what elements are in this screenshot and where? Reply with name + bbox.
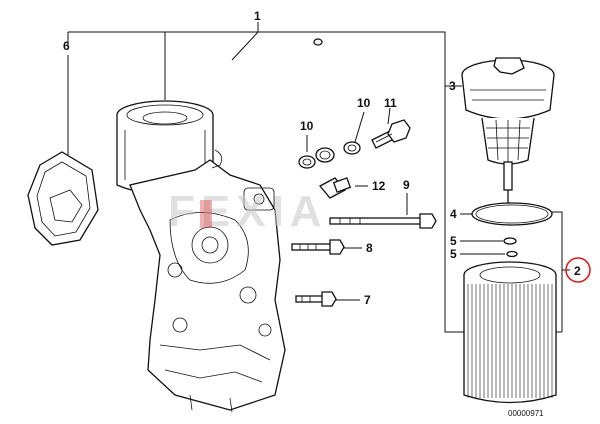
- o-ring-4: [471, 202, 553, 226]
- callout-2: 2: [574, 264, 581, 278]
- highlight-circle: [565, 257, 591, 283]
- callout-12: 12: [372, 179, 386, 193]
- oil-line-assembly: [298, 38, 411, 169]
- seals-5: [503, 237, 518, 258]
- gasket-6: [27, 151, 99, 246]
- bolt-9: [329, 213, 437, 229]
- callout-8: 8: [366, 241, 373, 255]
- callout-10b: 10: [357, 96, 371, 110]
- callout-3: 3: [449, 79, 456, 93]
- watermark-text: FEXIA: [168, 187, 328, 236]
- filter-housing-1: [116, 100, 286, 413]
- callout-5a: 5: [450, 234, 457, 248]
- callout-6: 6: [63, 39, 70, 53]
- callout-4: 4: [450, 207, 457, 221]
- watermark-accent: [200, 200, 212, 228]
- drawing-code: 00000971: [508, 409, 544, 418]
- callout-9: 9: [403, 178, 410, 192]
- callout-7: 7: [364, 293, 371, 307]
- callout-11: 11: [384, 96, 397, 110]
- sensor-12: [318, 177, 352, 199]
- filter-element-2: [463, 261, 557, 404]
- callout-10a: 10: [300, 119, 314, 133]
- filter-cap-3: [461, 57, 555, 212]
- bolt-8: [291, 239, 345, 255]
- callout-5b: 5: [450, 247, 457, 261]
- bolt-7: [295, 291, 337, 307]
- callout-1: 1: [254, 9, 261, 23]
